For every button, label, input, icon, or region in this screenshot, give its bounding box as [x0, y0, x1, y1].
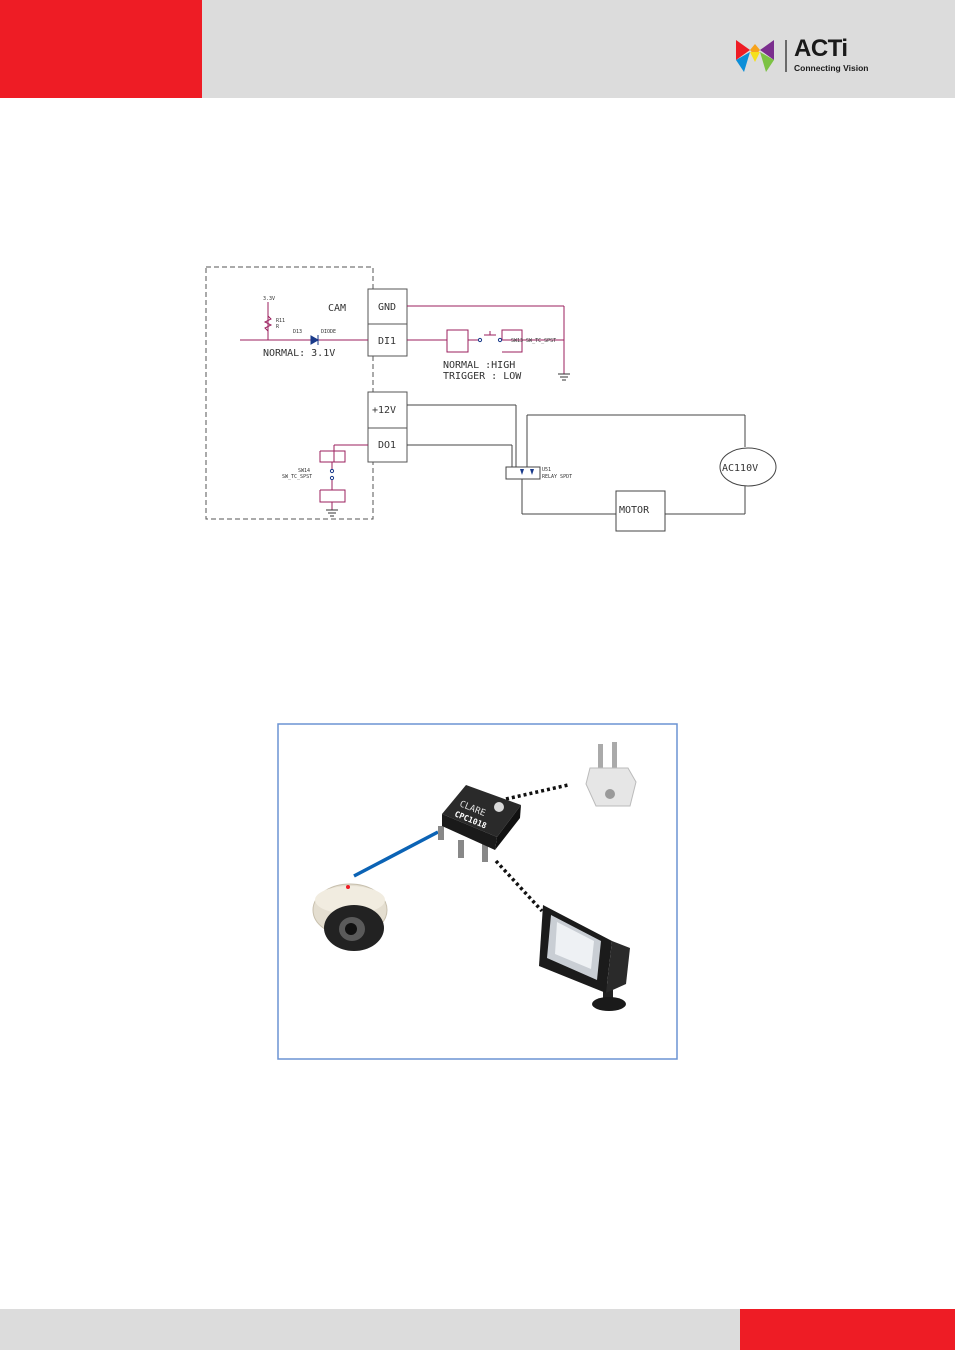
ac-source — [719, 447, 777, 487]
motor-label: MOTOR — [619, 505, 650, 516]
relay-application-illustration: CLARE CPC1018 — [277, 723, 678, 1060]
brand-name: ACTi — [794, 35, 848, 62]
do-switch-circuit — [319, 444, 368, 510]
motor-box — [615, 490, 666, 532]
relay-motor-circuit — [407, 404, 746, 515]
supply-label: 3.3V — [263, 296, 275, 302]
di-input-circuit — [240, 302, 368, 345]
di-normal-state: NORMAL :HIGH — [443, 360, 515, 371]
relay-to-light-line — [494, 859, 544, 913]
brand-tagline: Connecting Vision — [794, 63, 869, 73]
relay-label: RELAY SPDT — [542, 474, 572, 480]
resistor-value: R — [276, 324, 280, 330]
diode-label: DIODE — [321, 329, 336, 335]
acti-logo-icon — [736, 40, 787, 72]
switch2-ref: SW14 — [298, 468, 310, 474]
cam-label: CAM — [328, 303, 346, 314]
do1-label: DO1 — [378, 440, 396, 451]
do-di-wiring-schematic: CAM GND DI1 +12V DO1 3.3V R11 R D13 DIOD… — [205, 266, 777, 532]
resistor-ref: R11 — [276, 318, 285, 324]
camera-boundary — [205, 266, 374, 520]
footer-red-block — [740, 1309, 955, 1350]
diode-ref: D13 — [293, 329, 302, 335]
ground-symbol-1 — [558, 373, 570, 381]
gnd-label: GND — [378, 302, 396, 313]
ac-label: AC110V — [722, 463, 758, 474]
relay-chip-icon: CLARE CPC1018 — [438, 785, 521, 862]
flood-light-icon — [539, 905, 630, 1011]
camera-to-relay-line — [353, 830, 439, 878]
di-trigger-state: TRIGGER : LOW — [443, 371, 522, 382]
relay-to-plug-line — [505, 783, 569, 801]
di-switch-circuit — [407, 305, 565, 374]
switch2-label: SW_TC_SPST — [282, 474, 312, 480]
di1-label: DI1 — [378, 336, 396, 347]
plus12v-label: +12V — [372, 405, 396, 416]
power-plug-icon — [585, 742, 637, 807]
switch1-label: SW13 SW_TC_SPST — [511, 338, 556, 344]
dome-camera-icon — [312, 883, 388, 951]
relay-ref: U51 — [542, 467, 551, 473]
ground-symbol-2 — [326, 509, 338, 517]
normal-voltage: NORMAL: 3.1V — [263, 348, 335, 359]
header-red-block — [0, 0, 202, 98]
